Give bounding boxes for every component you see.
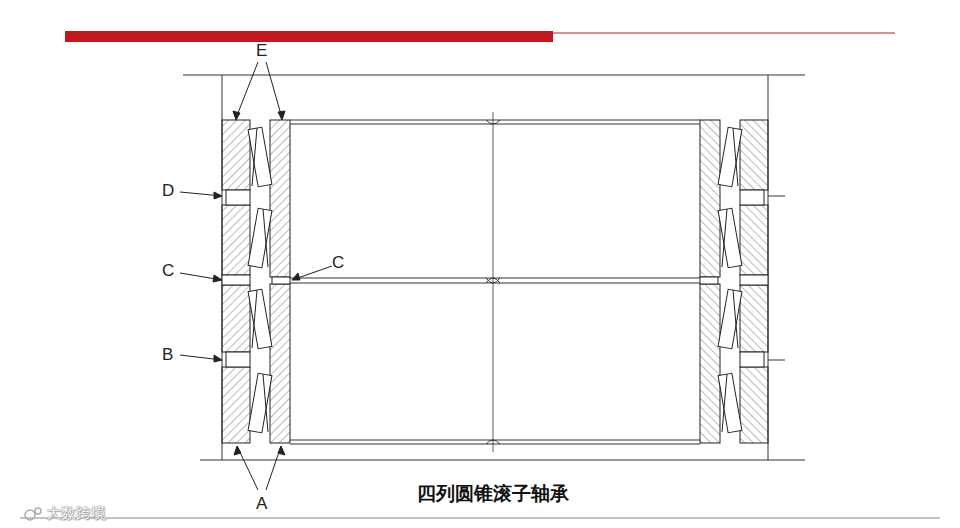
header-line bbox=[553, 33, 895, 34]
bearing-section bbox=[700, 120, 768, 443]
caption: 四列圆锥滚子轴承 bbox=[417, 483, 569, 506]
callout-letter: E bbox=[256, 42, 267, 59]
callout-letter: A bbox=[256, 495, 267, 512]
lube-marks bbox=[768, 196, 785, 360]
header-bar bbox=[65, 31, 553, 42]
callout-letter: D bbox=[162, 182, 174, 199]
bearing-section bbox=[222, 120, 290, 443]
callout-letter: C bbox=[162, 262, 174, 279]
roll-body bbox=[290, 112, 700, 452]
frame bbox=[20, 75, 940, 518]
watermark: 大数跨境 bbox=[46, 504, 106, 522]
callout-letter: B bbox=[162, 346, 173, 363]
leader-lines bbox=[180, 62, 332, 490]
callout-letter: C bbox=[332, 254, 344, 271]
watermark-icon bbox=[25, 508, 41, 520]
